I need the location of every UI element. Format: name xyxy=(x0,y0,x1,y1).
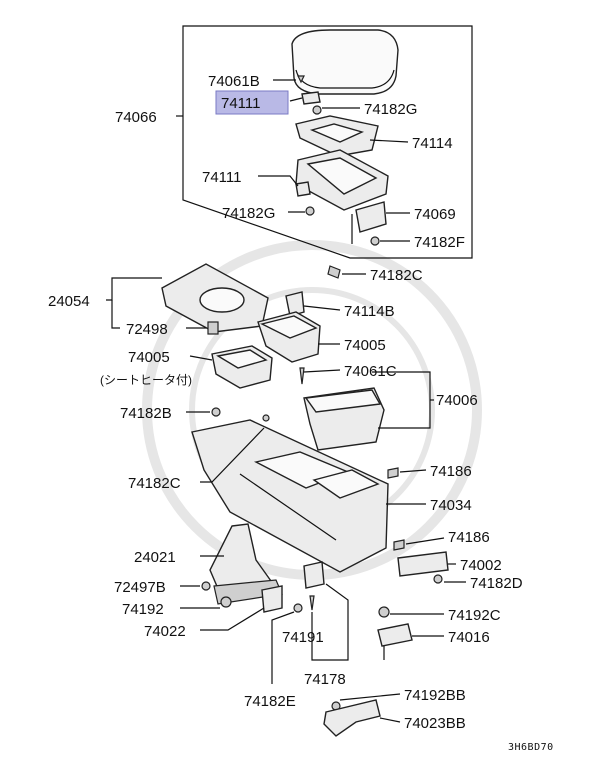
label-74182d[interactable]: 74182D xyxy=(470,575,523,592)
label-74061b[interactable]: 74061B xyxy=(208,73,260,90)
label-74006[interactable]: 74006 xyxy=(436,392,478,409)
screw-74061c[interactable] xyxy=(299,367,305,385)
label-74005-right[interactable]: 74005 xyxy=(344,337,386,354)
bolt-74192[interactable] xyxy=(220,596,232,608)
screw-74061b[interactable] xyxy=(297,75,305,84)
bracket-74016[interactable] xyxy=(377,623,413,660)
screw-74182f[interactable] xyxy=(370,236,380,246)
label-74191[interactable]: 74191 xyxy=(282,629,324,646)
part-74114b[interactable] xyxy=(285,291,305,317)
main-console-74034[interactable] xyxy=(191,419,389,573)
label-74182c-mid[interactable]: 74182C xyxy=(128,475,181,492)
highlight-box-74111 xyxy=(215,90,289,115)
armrest-lid[interactable] xyxy=(291,29,399,95)
label-74002[interactable]: 74002 xyxy=(460,557,502,574)
bracket-74178[interactable] xyxy=(303,561,325,589)
label-74186-top[interactable]: 74186 xyxy=(430,463,472,480)
leader-lines xyxy=(106,79,466,723)
label-24054[interactable]: 24054 xyxy=(48,293,90,310)
label-74005-note: (シートヒータ付) xyxy=(100,373,192,387)
label-74182e[interactable]: 74182E xyxy=(244,693,296,710)
bolt-74192c[interactable] xyxy=(378,606,390,618)
screw-74182d[interactable] xyxy=(433,574,443,584)
label-72498[interactable]: 72498 xyxy=(126,321,168,338)
screw-74182b[interactable] xyxy=(211,407,221,417)
hinge-74111-mid[interactable] xyxy=(295,181,311,197)
screw-74182c-mid[interactable] xyxy=(262,414,270,422)
label-74111-highlighted[interactable]: 74111 xyxy=(221,95,261,112)
bracket-74022[interactable] xyxy=(261,585,283,613)
clip-74186-bottom[interactable] xyxy=(393,539,405,551)
part-72498[interactable] xyxy=(207,321,219,335)
label-74192[interactable]: 74192 xyxy=(122,601,164,618)
screw-72497b[interactable] xyxy=(201,581,211,591)
label-74192c[interactable]: 74192C xyxy=(448,607,501,624)
shift-panel-24054[interactable] xyxy=(161,263,269,333)
cup-holder-74005-right[interactable] xyxy=(257,311,321,363)
label-74069[interactable]: 74069 xyxy=(414,206,456,223)
label-24021[interactable]: 24021 xyxy=(134,549,176,566)
label-74114[interactable]: 74114 xyxy=(412,135,453,152)
latch-74069[interactable] xyxy=(351,201,387,244)
label-74114b[interactable]: 74114B xyxy=(344,303,395,320)
bracket-74023bb[interactable] xyxy=(323,699,381,737)
label-74016[interactable]: 74016 xyxy=(448,629,490,646)
label-74023bb[interactable]: 74023BB xyxy=(404,715,466,732)
label-74005-left[interactable]: 74005 xyxy=(128,349,170,366)
lid-frame-74114[interactable] xyxy=(295,115,379,157)
label-72497b[interactable]: 72497B xyxy=(114,579,166,596)
label-74111[interactable]: 74111 xyxy=(202,169,242,186)
label-74182g-top[interactable]: 74182G xyxy=(364,101,417,118)
upper-assembly-frame xyxy=(182,25,473,259)
clip-74186-top[interactable] xyxy=(387,467,399,479)
screw-74182e[interactable] xyxy=(293,603,303,613)
screw-74191[interactable] xyxy=(309,595,315,611)
cup-holder-74005-left[interactable] xyxy=(211,345,273,389)
label-74186-bottom[interactable]: 74186 xyxy=(448,529,490,546)
label-74178[interactable]: 74178 xyxy=(304,671,346,688)
label-74182f[interactable]: 74182F xyxy=(414,234,465,251)
screw-74182g-top[interactable] xyxy=(312,105,322,115)
console-box-tray[interactable] xyxy=(295,149,389,211)
label-74182b[interactable]: 74182B xyxy=(120,405,172,422)
hinge-74111-top[interactable] xyxy=(301,91,321,105)
diagram-code: 3H6BD70 xyxy=(508,742,554,753)
label-74192bb[interactable]: 74192BB xyxy=(404,687,466,704)
label-74066[interactable]: 74066 xyxy=(115,109,157,126)
screw-74182c-top[interactable] xyxy=(327,265,341,279)
label-74034[interactable]: 74034 xyxy=(430,497,472,514)
label-74061c[interactable]: 74061C xyxy=(344,363,397,380)
label-74182c-top[interactable]: 74182C xyxy=(370,267,423,284)
screw-74182g-mid[interactable] xyxy=(305,206,315,216)
label-74022[interactable]: 74022 xyxy=(144,623,186,640)
label-74182g-mid[interactable]: 74182G xyxy=(222,205,275,222)
storage-box-74006[interactable] xyxy=(303,387,385,451)
ash-tray-74002[interactable] xyxy=(397,551,449,577)
